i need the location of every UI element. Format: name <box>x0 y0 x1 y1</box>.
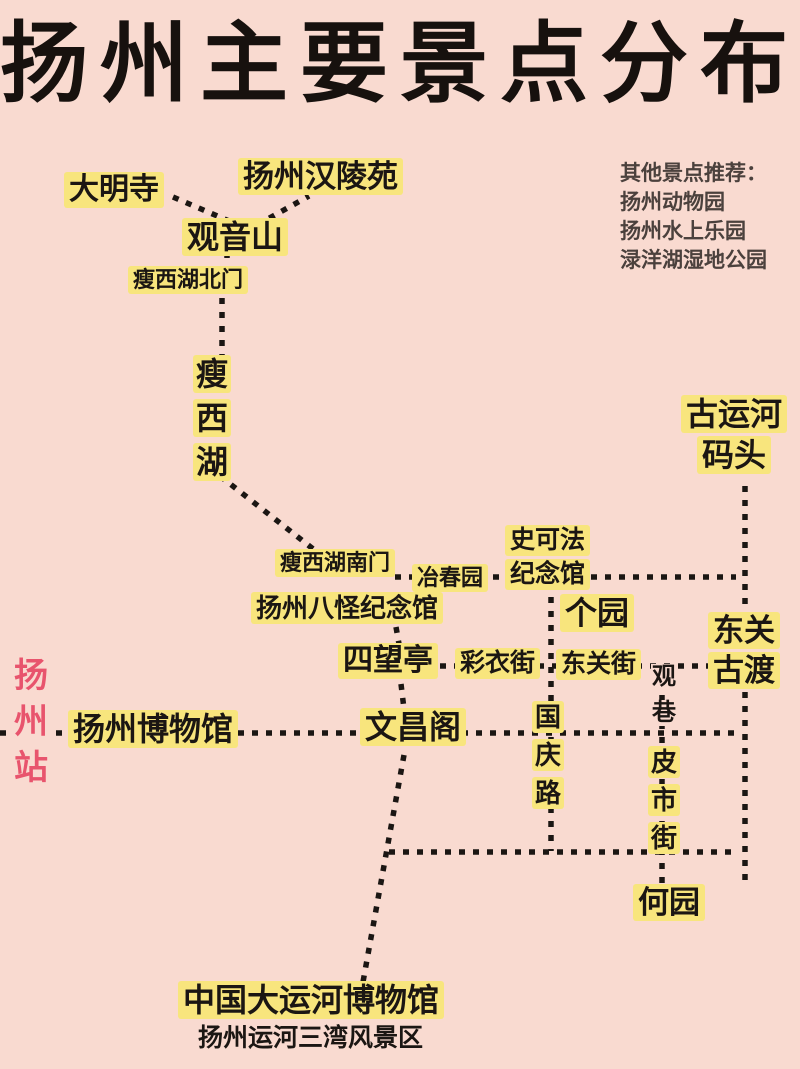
route-wenchangge-canalmuseum <box>360 754 407 983</box>
poi-baguai-museum: 扬州八怪纪念馆 <box>251 592 444 624</box>
poi-guanyinshan: 观音山 <box>182 218 289 256</box>
page-title: 扬州主要景点分布 <box>0 17 800 114</box>
poi-shouxihu-south-gate: 瘦西湖南门 <box>275 549 396 577</box>
poi-yechunyuan: 冶春园 <box>412 564 489 592</box>
recommendations-heading: 其他景点推荐： <box>620 162 767 185</box>
poi-heyuan: 何园 <box>633 884 705 921</box>
route-baguai-siwangting <box>393 626 402 645</box>
poi-shikefa-line2: 纪念馆 <box>505 559 591 590</box>
poi-caiyijie: 彩衣街 <box>455 648 541 679</box>
poi-geyuan: 个园 <box>560 594 635 632</box>
poi-yangzhou-museum: 扬州博物馆 <box>68 710 239 748</box>
route-siwangting-wenchangge <box>398 683 407 710</box>
poi-shikefa-line1: 史可法 <box>505 525 591 556</box>
poi-guyunhe-wharf-line2: 码头 <box>697 436 772 474</box>
poi-shouxihu-north-gate: 瘦西湖北门 <box>128 266 249 294</box>
recommendation-item: 扬州水上乐园 <box>620 219 746 243</box>
poi-guanxiang: 观巷 <box>651 663 677 726</box>
route-guanyinshan-hanlingyuan <box>255 193 311 228</box>
poi-canal-museum: 中国大运河博物馆 <box>178 981 445 1019</box>
poi-yangzhou-station: 扬州站 <box>13 657 49 787</box>
poi-guyunhe-wharf-line1: 古运河 <box>681 395 788 433</box>
poi-pishi-street: 皮市街 <box>648 746 681 860</box>
poi-guyunhe-wharf: 古运河 码头 <box>681 395 788 474</box>
poi-dongguan-ferry: 东关 古渡 <box>708 612 780 689</box>
poi-shikefa-memorial: 史可法 纪念馆 <box>505 525 591 590</box>
poi-sanwan-scenic: 扬州运河三湾风景区 <box>198 1024 424 1052</box>
poi-wenchangge: 文昌阁 <box>360 708 467 746</box>
poi-dongguan-street: 东关街 <box>556 649 642 680</box>
recommendation-item: 扬州动物园 <box>620 190 725 214</box>
recommendations-note: 其他景点推荐： 扬州动物园 扬州水上乐园 渌洋湖湿地公园 <box>620 160 767 276</box>
route-shouxihu-southgate <box>218 473 319 555</box>
poi-hanlingyuan: 扬州汉陵苑 <box>238 158 403 195</box>
poi-dongguan-ferry-line2: 古渡 <box>708 652 780 689</box>
poi-siwangting: 四望亭 <box>338 643 438 679</box>
poi-damingsi: 大明寺 <box>64 172 164 208</box>
poi-shouxihu: 瘦西湖 <box>193 355 232 487</box>
poi-dongguan-ferry-line1: 东关 <box>708 612 780 649</box>
poi-guoqing-road: 国庆路 <box>532 701 565 815</box>
recommendation-item: 渌洋湖湿地公园 <box>620 248 767 272</box>
